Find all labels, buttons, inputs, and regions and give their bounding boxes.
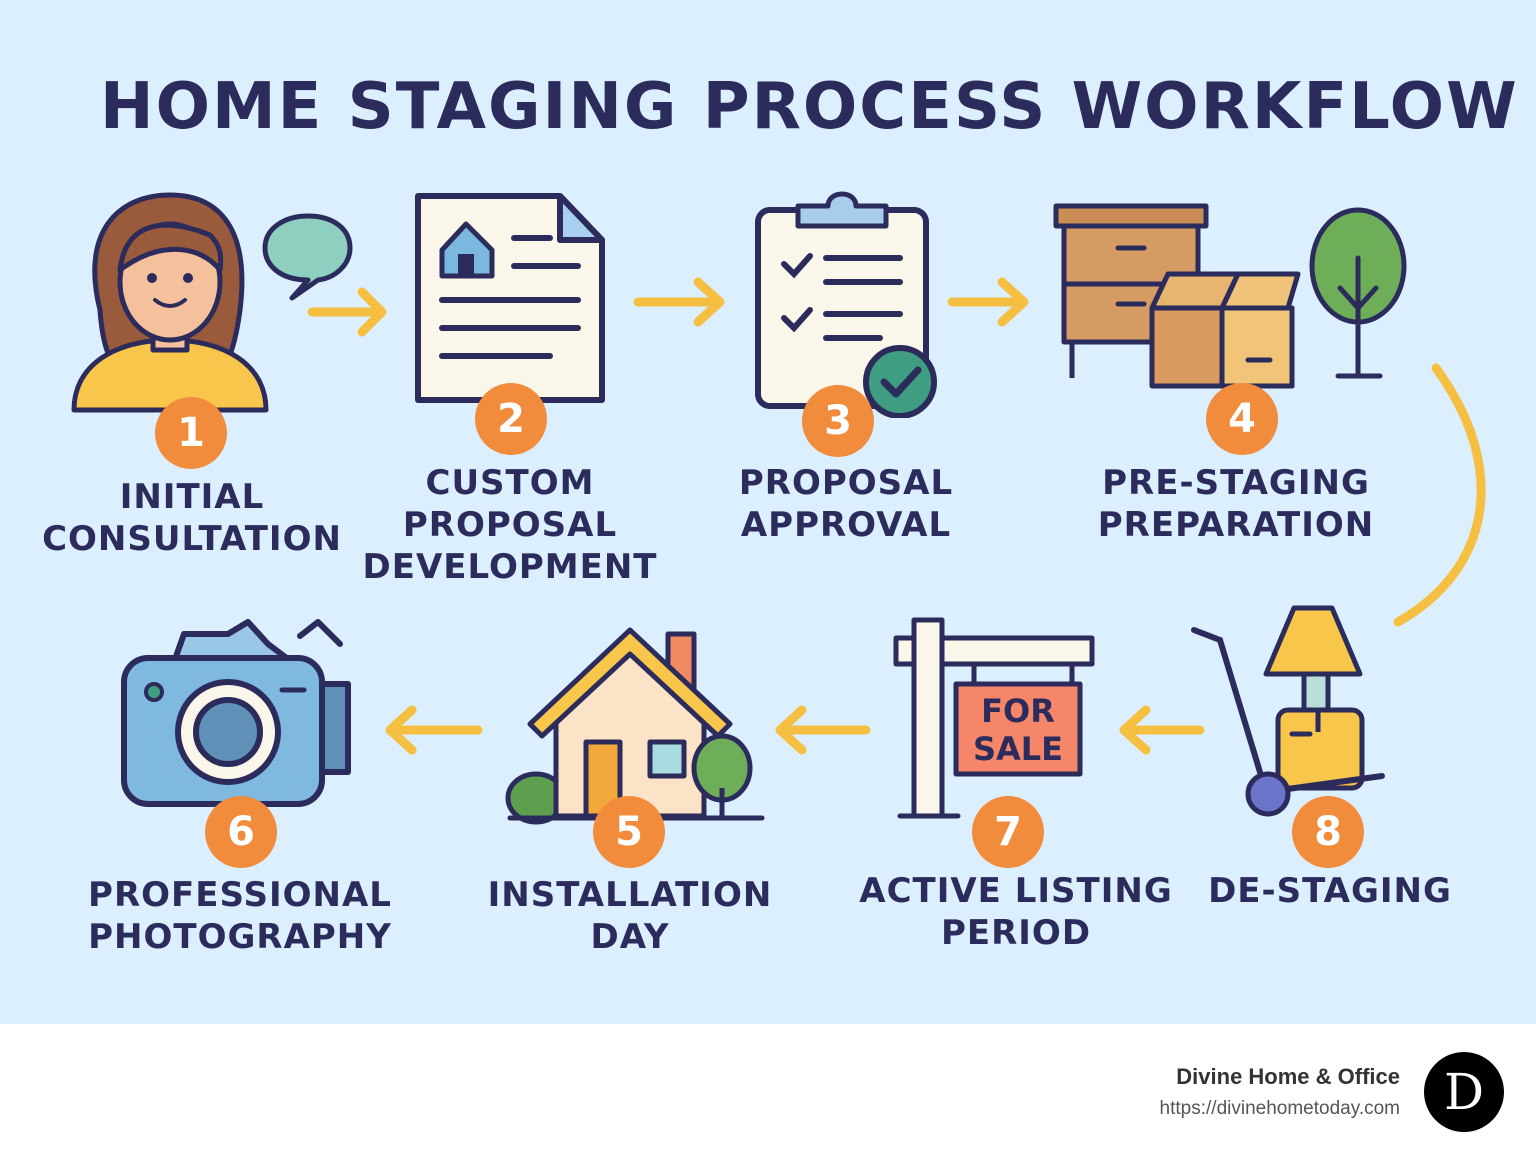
arrow-1-to-2 [307, 287, 387, 337]
person-speech-bubble-icon [71, 192, 353, 413]
arrow-8-to-7 [1119, 705, 1205, 755]
arrow-2-to-3 [633, 277, 725, 327]
step-label-8: DE-STAGING [1208, 871, 1452, 911]
for-sale-sign-icon: FOR SALE [893, 617, 1095, 819]
arrow-4-to-8-curve [1393, 363, 1486, 627]
arrow-7-to-5 [775, 705, 871, 755]
step-badge-4: 4 [1206, 383, 1278, 455]
sign-text-sale: SALE [973, 730, 1063, 768]
house-icon [505, 627, 765, 825]
furniture-boxes-tree-icon [1053, 203, 1407, 389]
sign-text-for: FOR [981, 692, 1055, 730]
step-badge-1: 1 [155, 397, 227, 469]
clipboard-checklist-icon [755, 191, 937, 418]
step-badge-3: 3 [802, 385, 874, 457]
step-badge-8: 8 [1292, 796, 1364, 868]
footer-brand-name: Divine Home & Office [1176, 1064, 1400, 1089]
hand-truck-lamp-icon [1191, 605, 1385, 817]
document-house-icon [415, 193, 605, 403]
page-title: HOME STAGING PROCESS WORKFLOW [100, 70, 1519, 144]
step-badge-6: 6 [205, 796, 277, 868]
step-badge-5: 5 [593, 796, 665, 868]
step-badge-7: 7 [972, 796, 1044, 868]
footer-url[interactable]: https://divinehometoday.com [1159, 1098, 1400, 1119]
brand-logo-icon: D [1424, 1052, 1504, 1132]
arrow-5-to-6 [385, 705, 483, 755]
arrow-3-to-4 [947, 277, 1029, 327]
flow-arrows [307, 277, 1486, 755]
camera-icon [121, 619, 351, 807]
step-badge-2: 2 [475, 383, 547, 455]
